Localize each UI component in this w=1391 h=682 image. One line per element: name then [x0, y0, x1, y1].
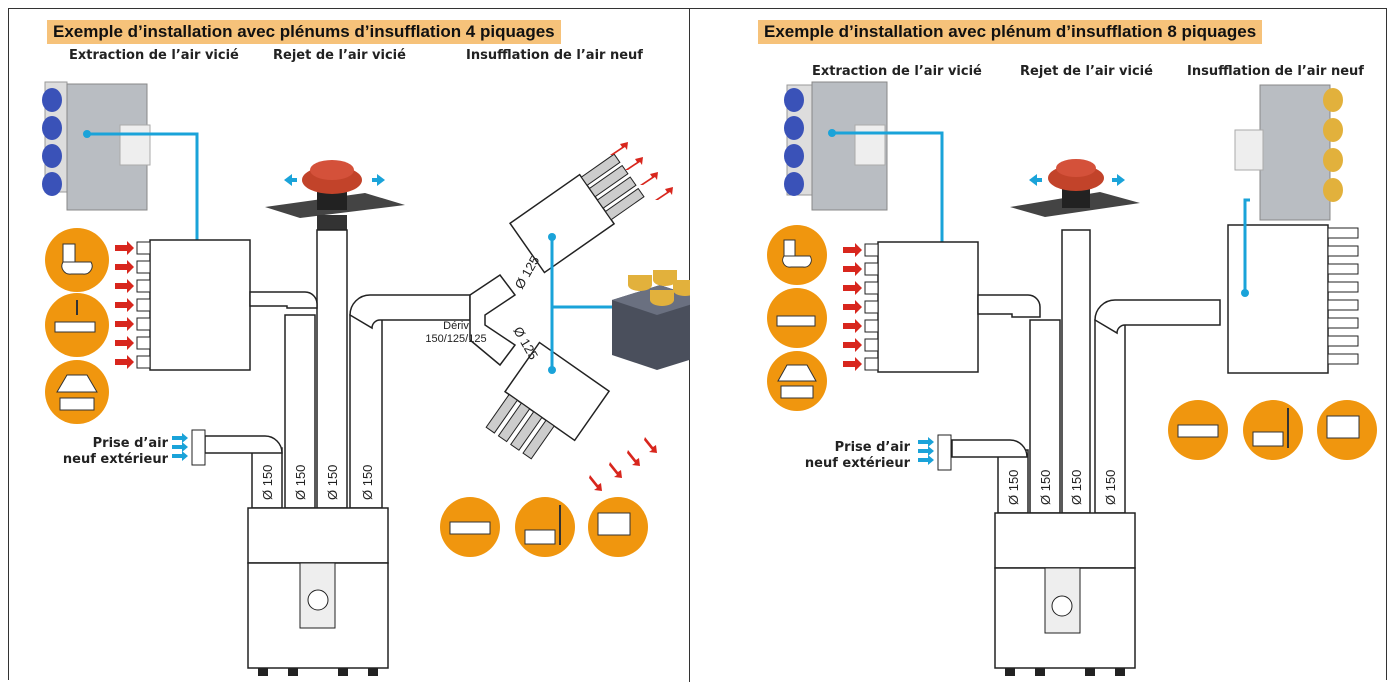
right-diam-2: Ø 150 [1038, 470, 1053, 505]
left-prise-label: Prise d’air neuf extérieur [48, 436, 168, 468]
left-schematic: Ø 150 Ø 150 Ø 150 Ø 150 Ø 125 Ø 125 [42, 81, 690, 676]
lamp-icon [1243, 400, 1303, 460]
right-diam-1: Ø 150 [1006, 470, 1021, 505]
extraction-plenum-image [42, 81, 151, 211]
right-header-extraction: Extraction de l’air vicié [812, 64, 982, 79]
right-prise-line1: Prise d’air [834, 440, 910, 455]
left-header-extraction: Extraction de l’air vicié [69, 48, 239, 63]
left-diam-2: Ø 150 [293, 465, 308, 500]
left-diam-125-lower: Ø 125 [510, 324, 541, 362]
left-diam-4: Ø 150 [360, 465, 375, 500]
left-header-rejet: Rejet de l’air vicié [273, 48, 406, 63]
left-diam-3: Ø 150 [325, 465, 340, 500]
left-deriv-line1: Dériv [443, 320, 469, 332]
lamp-icon [515, 497, 575, 557]
left-deriv-line2: 150/125/125 [425, 333, 487, 345]
right-diam-4: Ø 150 [1103, 470, 1118, 505]
left-diam-1: Ø 150 [260, 465, 275, 500]
right-title: Exemple d’installation avec plénum d’ins… [758, 20, 1263, 44]
right-prise-label: Prise d’air neuf extérieur [790, 440, 910, 472]
right-diam-3: Ø 150 [1069, 470, 1084, 505]
right-schematic: Ø 150 Ø 150 Ø 150 Ø 150 [767, 81, 1377, 676]
left-header-insufflation: Insufflation de l’air neuf [466, 48, 643, 63]
left-deriv-label: Dériv 150/125/125 [416, 320, 496, 346]
toilet-icon [45, 228, 109, 292]
left-prise-line1: Prise d’air [92, 436, 168, 451]
left-prise-line2: neuf extérieur [62, 452, 168, 467]
toilet-icon [767, 225, 827, 285]
supply-box-image [612, 270, 690, 370]
left-title: Exemple d’installation avec plénums d’in… [47, 20, 561, 44]
right-panel: Exemple d’installation avec plénum d’ins… [690, 0, 1390, 682]
left-panel: Exemple d’installation avec plénums d’in… [0, 0, 690, 682]
right-prise-line2: neuf extérieur [804, 456, 910, 471]
left-diam-125-upper: Ø 125 [512, 253, 543, 291]
right-header-insufflation: Insufflation de l’air neuf [1187, 64, 1364, 79]
diagram-frame [8, 8, 1387, 680]
right-header-rejet: Rejet de l’air vicié [1020, 64, 1153, 79]
